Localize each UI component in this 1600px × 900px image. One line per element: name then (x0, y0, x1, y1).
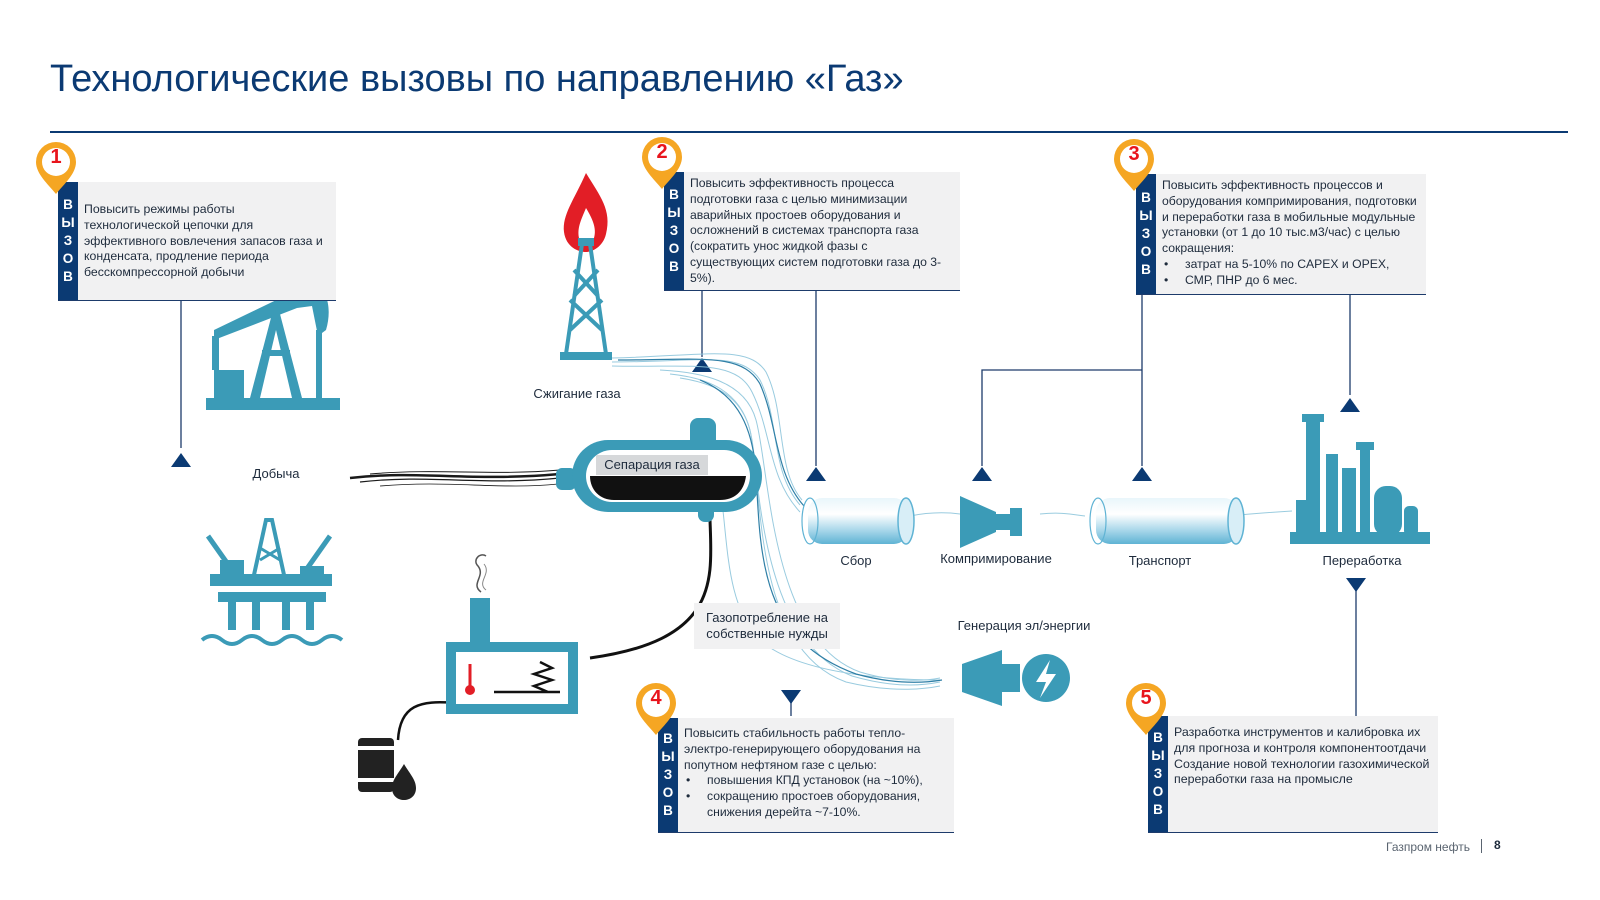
bullet-item: затрат на 5-10% по CAPEX и OPEX, (1162, 257, 1420, 273)
footer-company: Газпром нефть (1386, 840, 1470, 854)
footer-divider (1481, 839, 1482, 853)
bullet-item: СМР, ПНР до 6 мес. (1162, 273, 1420, 289)
label-production: Добыча (252, 466, 300, 481)
callout-text: Повысить режимы работы технологической ц… (84, 202, 323, 280)
badge-2-icon: 2 (640, 135, 684, 191)
bullet-item: повышения КПД установок (на ~10%), (684, 773, 948, 789)
flame-icon (563, 173, 608, 252)
pipe-icon (801, 497, 915, 545)
label-power: Генерация эл/энергии (957, 618, 1091, 633)
production-stream (349, 469, 561, 487)
power-turbine-icon (962, 650, 1070, 706)
transport-pipe-icon (1089, 497, 1245, 545)
label-transport: Транспорт (1128, 553, 1192, 568)
bullet-item: сокращению простоев оборудования, снижен… (684, 789, 948, 821)
label-compression: Компримирование (940, 551, 1052, 566)
connector-arrows (171, 358, 1366, 704)
callout-text: Повысить эффективность процесса подготов… (690, 176, 942, 285)
label-gathering: Сбор (840, 553, 872, 568)
gas-streams (611, 353, 1293, 690)
callout-text: Повысить стабильность работы тепло-элект… (684, 726, 948, 821)
badge-4-icon: 4 (634, 681, 678, 737)
label-flare: Сжигание газа (533, 386, 621, 401)
label-separation: Сепарация газа (596, 455, 708, 475)
offshore-platform-icon (200, 518, 344, 646)
pumpjack-icon (206, 287, 340, 410)
gas-streams-dark (617, 358, 943, 683)
oil-barrel-icon (356, 738, 416, 800)
title-underline (50, 131, 1568, 133)
gas-flare-tower-icon (560, 238, 612, 360)
page-title: Технологические вызовы по направлению «Г… (50, 58, 904, 100)
badge-1-icon: 1 (34, 140, 78, 196)
badge-3-icon: 3 (1112, 137, 1156, 193)
label-processing: Переработка (1322, 553, 1402, 568)
connector-lines (180, 290, 1357, 716)
label-own-needs: Газопотребление на собственные нужды (694, 603, 840, 649)
refinery-icon (1290, 414, 1430, 544)
furnace-icon (446, 554, 578, 714)
badge-5-icon: 5 (1124, 681, 1168, 737)
callout-text: Разработка инструментов и калибровка их … (1174, 725, 1430, 787)
fuel-stream (396, 701, 456, 741)
condensate-stream (589, 519, 713, 660)
page-number: 8 (1494, 838, 1501, 852)
callout-text: Повысить эффективность процессов и обору… (1162, 178, 1420, 289)
compressor-icon (960, 496, 1022, 548)
